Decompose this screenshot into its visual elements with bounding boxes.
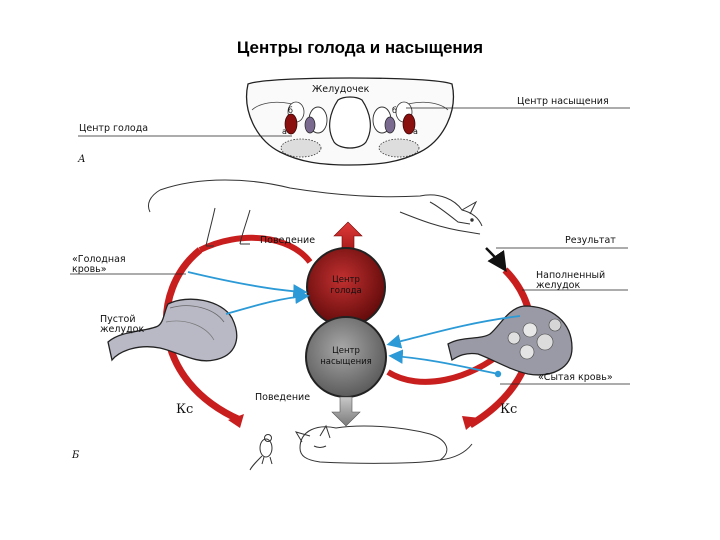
satiety-node-label-2: насыщения bbox=[320, 357, 372, 367]
hunger-node-label-2: голода bbox=[330, 286, 361, 296]
satiety-center-label: Центр насыщения bbox=[517, 96, 609, 107]
hunger-signals bbox=[187, 271, 310, 315]
nucleus-b-left-label: б bbox=[288, 106, 293, 115]
satiety-signals bbox=[386, 315, 521, 375]
nucleus-a-right-label: а bbox=[413, 127, 418, 136]
mouse-illustration bbox=[249, 434, 273, 471]
nucleus-a-left-label: а bbox=[282, 127, 287, 136]
hungry-blood-label-1: «Голодная bbox=[72, 254, 126, 265]
full-stomach-illustration bbox=[447, 305, 573, 376]
result-arrow bbox=[485, 247, 507, 273]
result-label: Результат bbox=[565, 235, 616, 246]
loop-top-left bbox=[198, 234, 313, 264]
ventricle-label: Желудочек bbox=[312, 84, 370, 95]
satiety-nucleus-right bbox=[384, 116, 396, 134]
hunger-node-label-1: Центр bbox=[332, 275, 360, 285]
hunger-center-label: Центр голода bbox=[79, 123, 148, 134]
sated-blood-label: «Сытая кровь» bbox=[538, 372, 613, 383]
hunger-nucleus-left bbox=[284, 113, 298, 135]
hungry-blood-label-2: кровь» bbox=[72, 264, 107, 275]
nucleus-b-right-label: б bbox=[392, 106, 397, 115]
full-stomach-label-1: Наполненный bbox=[536, 270, 605, 281]
kc-left-label: Кс bbox=[176, 402, 193, 417]
third-ventricle bbox=[329, 96, 371, 149]
behavior-top-label: Поведение bbox=[260, 235, 315, 246]
empty-stomach-label-1: Пустой bbox=[100, 314, 136, 325]
hungry-cat-illustration bbox=[147, 179, 483, 247]
empty-stomach-illustration bbox=[107, 298, 238, 362]
empty-stomach-label-2: желудок bbox=[100, 324, 144, 335]
sated-cat-illustration bbox=[294, 424, 473, 464]
panel-a-letter: А bbox=[77, 154, 86, 165]
hunger-nucleus-right bbox=[402, 113, 416, 135]
kc-right-label: Кс bbox=[500, 402, 517, 417]
satiety-nucleus-left bbox=[304, 116, 316, 134]
satiety-node-label-1: Центр bbox=[332, 346, 360, 356]
full-stomach-label-2: желудок bbox=[536, 280, 580, 291]
panel-b-letter: Б bbox=[71, 450, 80, 461]
slide-title: Центры голода и насыщения bbox=[236, 38, 484, 57]
panel-a-brain-section: б б а а Желудочек bbox=[246, 77, 454, 166]
behavior-down-arrow bbox=[331, 396, 361, 427]
behavior-bottom-label: Поведение bbox=[255, 392, 310, 403]
